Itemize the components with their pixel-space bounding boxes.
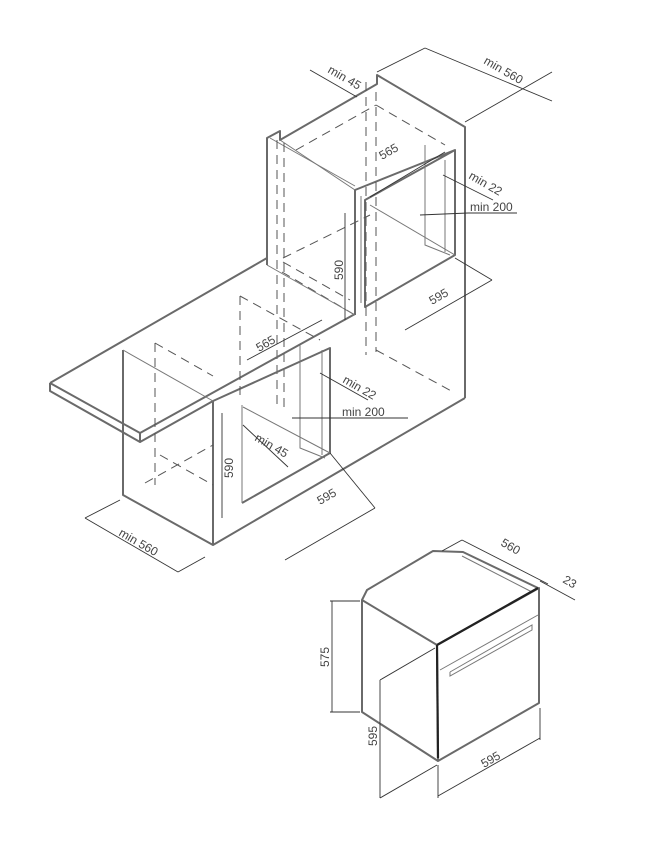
oven-depth-label: 560 <box>499 535 524 557</box>
tall-niche-width-label: 595 <box>427 285 452 307</box>
tall-vent-label: min 200 <box>470 200 513 214</box>
dimension-labels: min 560 min 45 565 min 22 min 200 590 59… <box>117 53 580 770</box>
countertop <box>49 257 356 443</box>
oven-width-label: 595 <box>479 748 504 770</box>
oven-door-thickness-label: 23 <box>561 572 580 591</box>
lower-niche-height-label: 590 <box>222 458 236 478</box>
oven-body-height-label: 575 <box>318 647 332 667</box>
tall-niche-height-label: 590 <box>332 260 346 280</box>
tall-side-gap-label: min 22 <box>467 168 505 198</box>
oven-front-height-label: 595 <box>366 726 380 746</box>
tall-top-gap-label: min 45 <box>326 62 364 92</box>
lower-rear-gap-label: min 45 <box>253 430 291 460</box>
oven-illustration <box>330 539 576 799</box>
lower-vent-label: min 200 <box>342 405 385 419</box>
lower-side-gap-label: min 22 <box>341 372 379 402</box>
tall-cabinet <box>266 74 466 410</box>
dimension-lines <box>84 47 553 573</box>
lower-cabinet <box>122 295 466 546</box>
tall-depth-label: min 560 <box>482 53 526 87</box>
lower-niche-depth-label: 565 <box>254 332 279 354</box>
lower-depth-label: min 560 <box>117 525 161 559</box>
lower-niche-width-label: 595 <box>315 485 340 507</box>
tall-niche-depth-label: 565 <box>377 140 402 162</box>
